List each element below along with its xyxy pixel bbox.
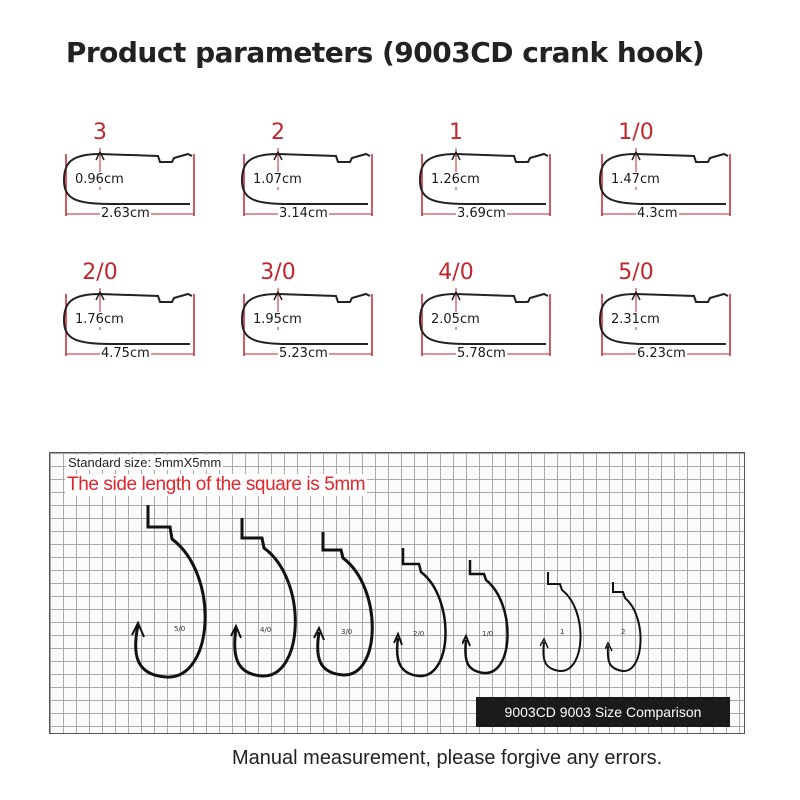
measurement-disclaimer: Manual measurement, please forgive any e… — [232, 747, 663, 769]
photo-hook-5-0: 5/0 — [128, 505, 218, 690]
hook-gap-label: 1.76cm — [74, 312, 125, 327]
hook-length-label: 5.23cm — [278, 346, 329, 361]
photo-hook-3-0: 3/0 — [313, 532, 385, 687]
hook-gap-label: 2.31cm — [610, 312, 661, 327]
hook-gap-label: 2.05cm — [430, 312, 481, 327]
fishing-hook-icon — [604, 582, 642, 673]
hook-length-label: 6.23cm — [636, 346, 687, 361]
hook-size-label: 2/0 — [82, 260, 118, 285]
photo-hook-2-0: 2/0 — [393, 548, 457, 688]
hook-spec-5-0: 5/0 2.31cm 6.23cm — [596, 260, 736, 380]
fishing-hook-icon — [461, 560, 509, 675]
hook-spec-grid: 3 0.96cm 2.63cm 2 1.07cm 3.14cm 1 1.26cm… — [60, 120, 760, 390]
photo-hook-tag: 1/0 — [482, 630, 494, 638]
photo-hook-tag: 5/0 — [174, 625, 186, 633]
hook-length-label: 3.14cm — [278, 206, 329, 221]
hook-length-label: 5.78cm — [456, 346, 507, 361]
hook-spec-3-0: 3/0 1.95cm 5.23cm — [238, 260, 378, 380]
size-comparison-label: 9003CD 9003 Size Comparison — [476, 697, 730, 727]
photo-hook-4-0: 4/0 — [228, 518, 308, 688]
fishing-hook-icon — [230, 518, 297, 678]
hook-gap-label: 0.96cm — [74, 172, 125, 187]
photo-hook-tag: 2 — [621, 628, 626, 636]
hook-gap-label: 1.95cm — [252, 312, 303, 327]
photo-hook-1-0: 1/0 — [461, 560, 518, 685]
hook-spec-4-0: 4/0 2.05cm 5.78cm — [416, 260, 556, 380]
hook-spec-2: 2 1.07cm 3.14cm — [238, 120, 378, 240]
hook-size-label: 1 — [449, 120, 463, 145]
hook-size-label: 5/0 — [618, 260, 654, 285]
photo-hook-tag: 4/0 — [260, 626, 272, 634]
fishing-hook-icon — [393, 548, 447, 678]
hook-spec-3: 3 0.96cm 2.63cm — [60, 120, 200, 240]
fishing-hook-icon — [539, 572, 582, 673]
photo-hook-2: 2 — [604, 582, 649, 682]
photo-hook-tag: 1 — [560, 628, 565, 636]
hook-length-label: 2.63cm — [100, 206, 151, 221]
hook-size-label: 1/0 — [618, 120, 654, 145]
hook-size-label: 2 — [271, 120, 285, 145]
hook-spec-1-0: 1/0 1.47cm 4.3cm — [596, 120, 736, 240]
fishing-hook-icon — [131, 505, 207, 679]
hook-spec-1: 1 1.26cm 3.69cm — [416, 120, 556, 240]
page-title: Product parameters (9003CD crank hook) — [65, 36, 705, 69]
hook-length-label: 4.75cm — [100, 346, 151, 361]
hook-gap-label: 1.07cm — [252, 172, 303, 187]
hook-spec-2-0: 2/0 1.76cm 4.75cm — [60, 260, 200, 380]
hook-size-label: 3 — [93, 120, 107, 145]
hook-size-label: 4/0 — [438, 260, 474, 285]
hook-gap-label: 1.26cm — [430, 172, 481, 187]
photo-hook-tag: 3/0 — [341, 628, 353, 636]
fishing-hook-icon — [313, 532, 374, 677]
hook-length-label: 4.3cm — [636, 206, 679, 221]
hook-length-label: 3.69cm — [456, 206, 507, 221]
hook-gap-label: 1.47cm — [610, 172, 661, 187]
hook-size-label: 3/0 — [260, 260, 296, 285]
photo-hook-1: 1 — [539, 572, 590, 682]
size-comparison-grid — [49, 452, 745, 734]
photo-hook-tag: 2/0 — [413, 630, 425, 638]
square-size-note: The side length of the square is 5mm — [65, 474, 368, 496]
standard-size-label: Standard size: 5mmX5mm — [66, 455, 224, 470]
